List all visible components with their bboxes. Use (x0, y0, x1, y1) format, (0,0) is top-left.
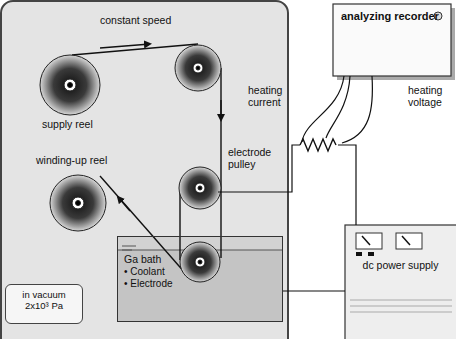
resistor-symbol (300, 139, 336, 151)
vacuum-chamber (1, 1, 288, 339)
node-text: analyzing recorder (341, 10, 443, 23)
node-text: in vacuum (11, 289, 77, 300)
node-box: Ga bath• Coolant• Electrode (117, 236, 283, 322)
power-supply-housing (345, 225, 456, 339)
part-label: heating voltage (408, 84, 454, 108)
node-box: in vacuum2x10³ Pa (5, 284, 83, 324)
node-text: 2x10³ Pa (11, 300, 77, 311)
wires (218, 76, 372, 225)
part-label: electrode pulley (228, 146, 284, 170)
node-text: dc power supply (351, 259, 450, 272)
ga-bath-tank (117, 236, 283, 322)
wire-connector (283, 290, 345, 291)
part-label: supply reel (42, 118, 112, 130)
part-label: constant speed (100, 14, 190, 26)
part-label: winding-up reel (36, 154, 126, 166)
recorder-housing (333, 4, 455, 80)
node-text: • Electrode (124, 278, 182, 290)
node-text: • Coolant (124, 266, 182, 278)
part-label: heating current (248, 84, 294, 108)
node-text: Ga bath (124, 253, 182, 266)
node-box: dc power supply (345, 225, 456, 339)
node-box: analyzing recorder (333, 4, 451, 76)
